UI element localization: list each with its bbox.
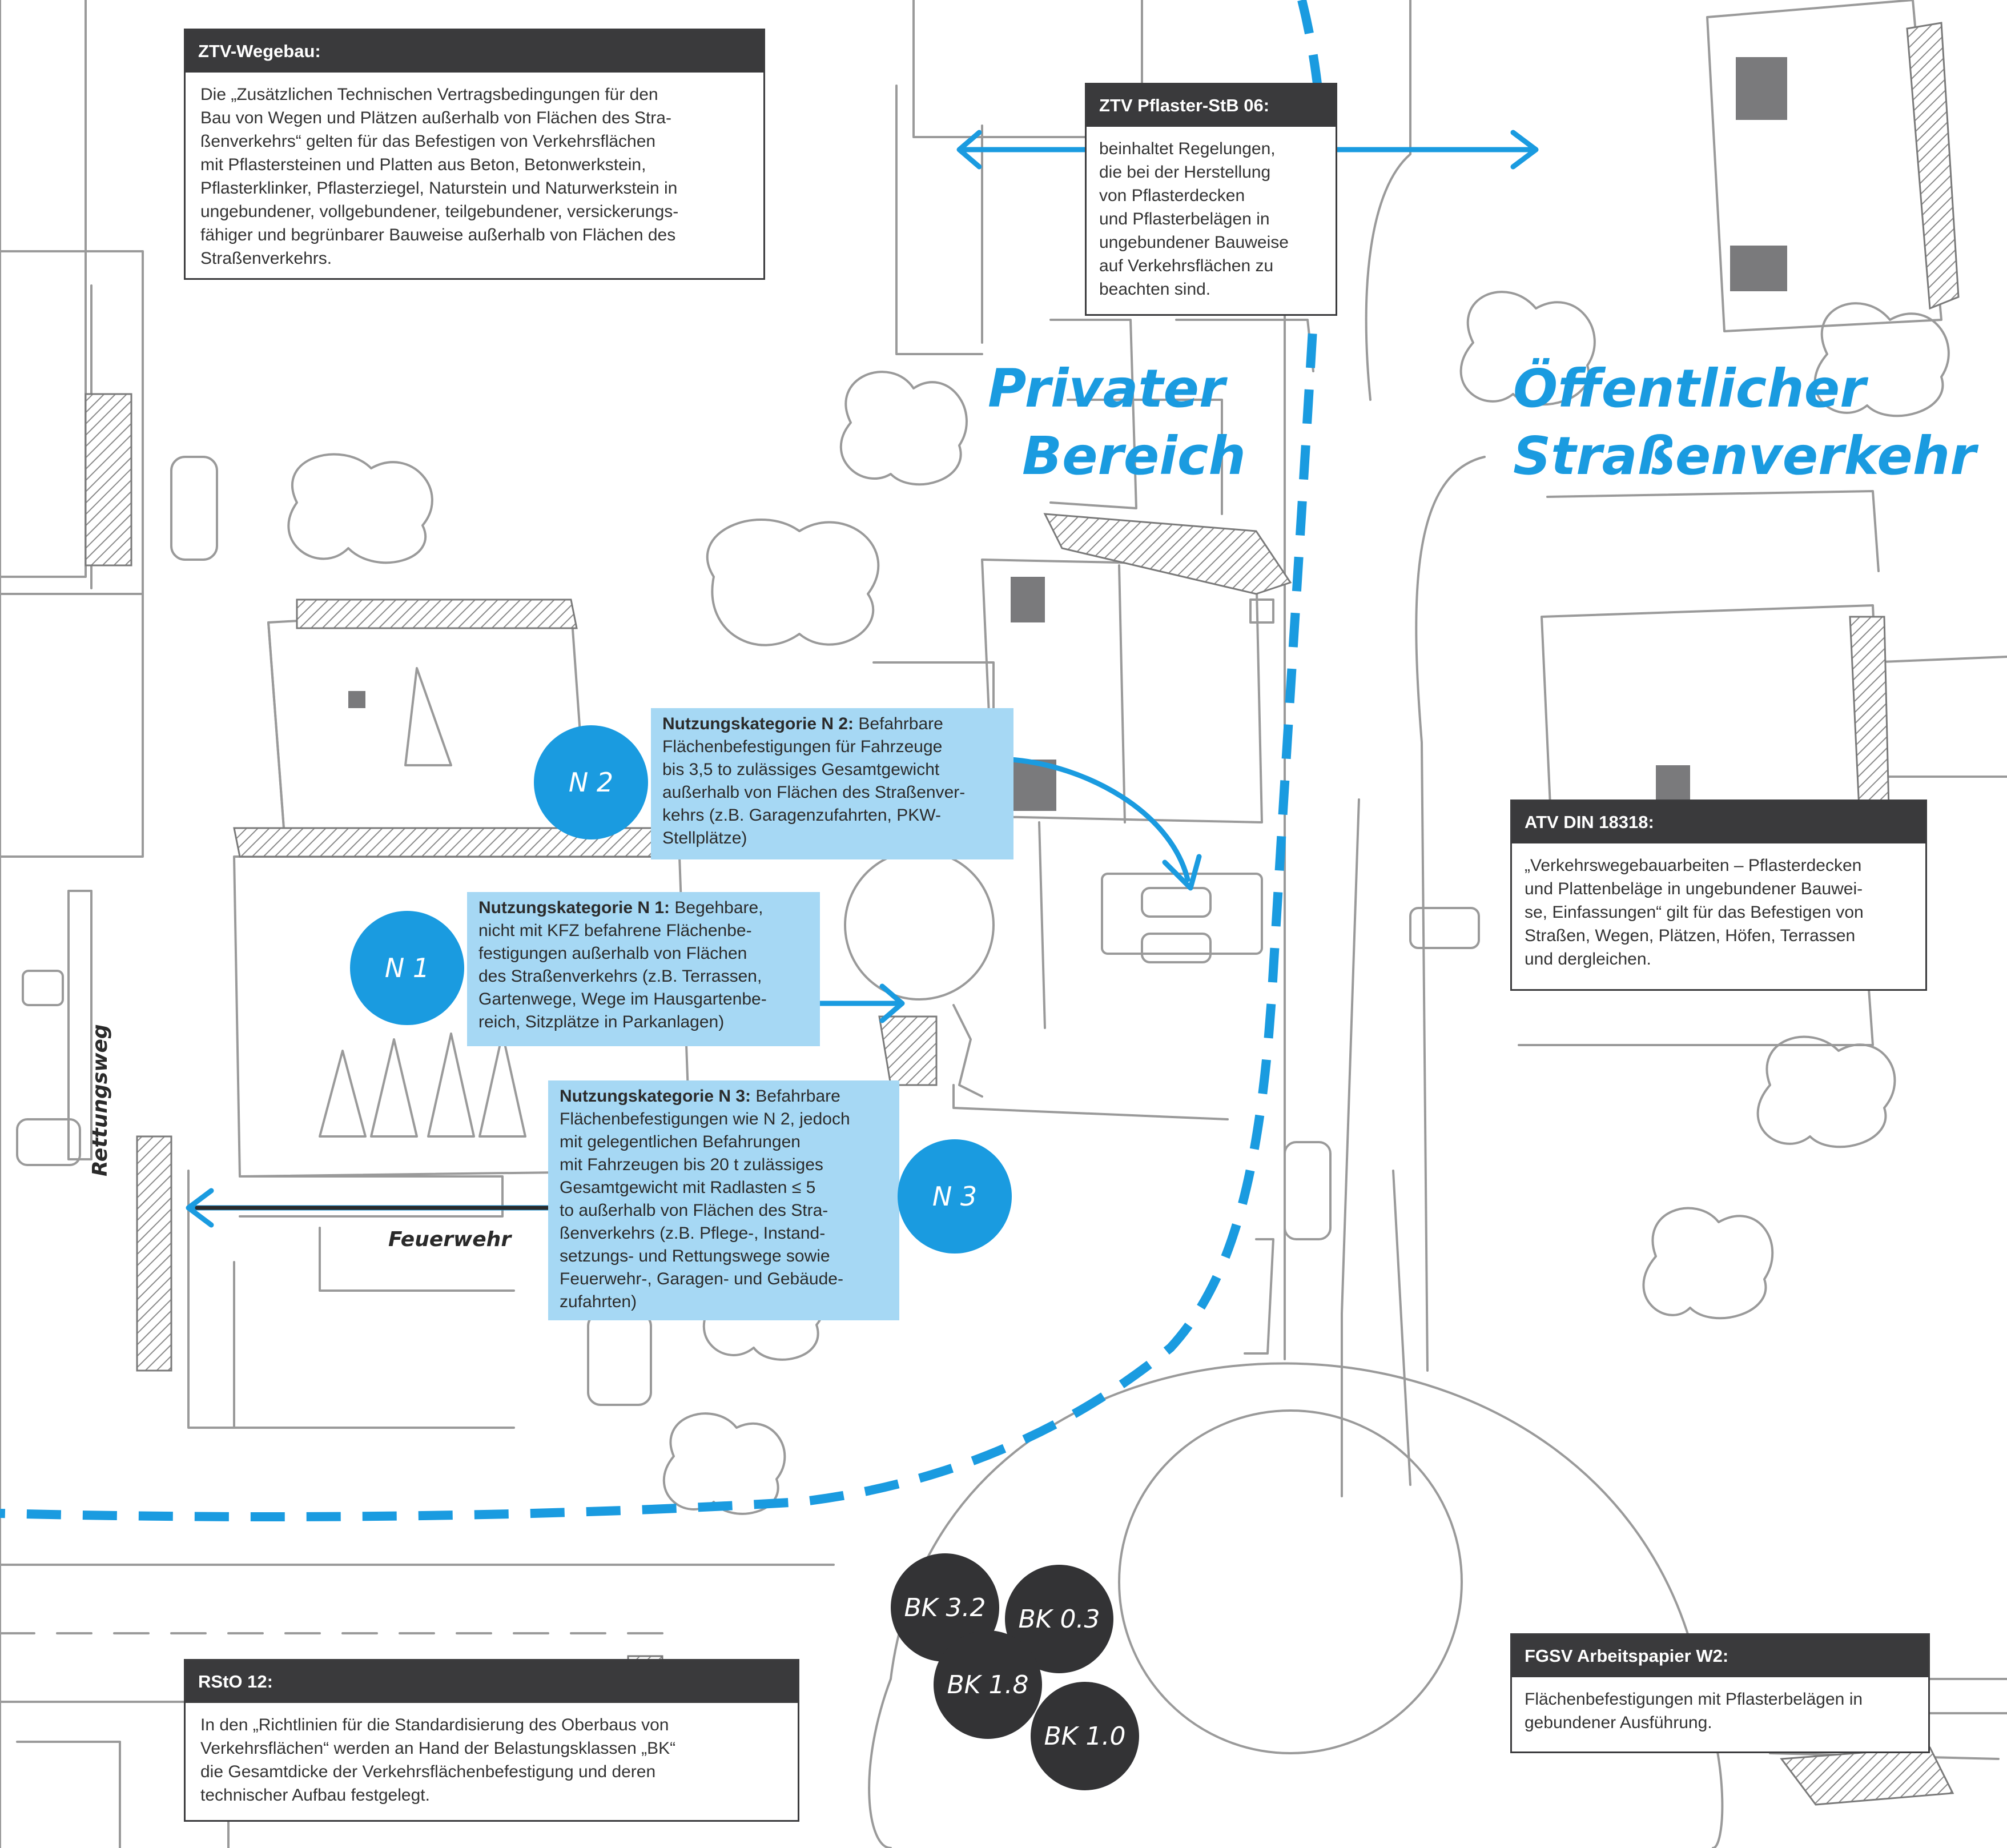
ztv-wegebau-box: ZTV-Wegebau: Die „Zusätzlichen Technisch…: [184, 29, 765, 280]
fgsv-box: FGSV Arbeitspapier W2: Flächenbefestigun…: [1510, 1633, 1930, 1753]
text-line: die bei der Herstellung: [1099, 163, 1271, 182]
category-n3-badge: N 3: [898, 1139, 1012, 1254]
text-line: von Pflasterdecken: [1099, 186, 1245, 205]
text-line: Befahrbare: [751, 1087, 840, 1106]
text-line: ungebundener Bauweise: [1099, 233, 1289, 252]
text-line: ungebundener, vollgebundener, teilgebund…: [200, 202, 679, 221]
text-line: nicht mit KFZ befahrene Flächenbe-: [478, 921, 752, 940]
public-zone-line1: Öffentlicher: [1513, 358, 1866, 419]
text-line: mit gelegentlichen Befahrungen: [560, 1132, 801, 1151]
text-line: In den „Richtlinien für die Standardisie…: [200, 1716, 669, 1734]
text-line: ßenverkehrs (z.B. Pflege-, Instand-: [560, 1224, 826, 1243]
text-line: und Pflasterbelägen in: [1099, 210, 1270, 228]
text-line: die Gesamtdicke der Verkehrsflächenbefes…: [200, 1762, 656, 1781]
text-line: Gesamtgewicht mit Radlasten ≤ 5: [560, 1178, 816, 1197]
text-line: reich, Sitzplätze in Parkanlagen): [478, 1013, 725, 1031]
text-line: beachten sind.: [1099, 280, 1211, 299]
text-line: Die „Zusätzlichen Technischen Vertragsbe…: [200, 85, 658, 104]
text-line: Straßenverkehrs.: [200, 249, 332, 268]
fgsv-body: Flächenbefestigungen mit Pflasterbelägen…: [1512, 1677, 1928, 1734]
private-zone-line2: Bereich: [1022, 425, 1246, 487]
text-line: se, Einfassungen“ gilt für das Befestige…: [1525, 903, 1864, 922]
atv-din-box: ATV DIN 18318: „Verkehrswegebauarbeiten …: [1510, 800, 1927, 991]
ztv-pflaster-box: ZTV Pflaster-StB 06: beinhaltet Regelung…: [1085, 83, 1337, 316]
text-line: Verkehrsflächen“ werden an Hand der Bela…: [200, 1739, 676, 1758]
text-line: Flächenbefestigungen mit Pflasterbelägen…: [1525, 1690, 1863, 1709]
category-n3-box: Nutzungskategorie N 3: Befahrbare Fläche…: [548, 1080, 899, 1320]
public-zone-line2: Straßenverkehr: [1513, 425, 1976, 487]
text-line: auf Verkehrsflächen zu: [1099, 256, 1274, 275]
text-line: beinhaltet Regelungen,: [1099, 139, 1276, 158]
text-line: außerhalb von Flächen des Straßenver-: [662, 783, 966, 802]
text-line: kehrs (z.B. Garagenzufahrten, PKW-: [662, 806, 941, 825]
load-class-badge-bk18: BK 1.8: [934, 1630, 1042, 1739]
ztv-wegebau-body: Die „Zusätzlichen Technischen Vertragsbe…: [186, 73, 763, 270]
text-line: ßenverkehrs“ gelten für das Befestigen v…: [200, 132, 656, 151]
text-line: Flächenbefestigungen wie N 2, jedoch: [560, 1110, 850, 1128]
text-line: und Plattenbeläge in ungebundener Bauwei…: [1525, 879, 1863, 898]
text-line: mit Pflastersteinen und Platten aus Beto…: [200, 155, 646, 174]
rsto-body: In den „Richtlinien für die Standardisie…: [186, 1703, 798, 1807]
public-zone-label: Öffentlicher Straßenverkehr: [1513, 355, 1976, 490]
text-line: Feuerwehr-, Garagen- und Gebäude-: [560, 1270, 843, 1288]
ztv-pflaster-body: beinhaltet Regelungen, die bei der Herst…: [1087, 127, 1336, 301]
category-n1-badge: N 1: [350, 911, 464, 1025]
atv-din-body: „Verkehrswegebauarbeiten – Pflasterdecke…: [1512, 843, 1925, 971]
text-line: Befahrbare: [854, 714, 943, 733]
text-line: des Straßenverkehrs (z.B. Terrassen,: [478, 967, 762, 986]
text-line: Flächenbefestigungen für Fahrzeuge: [662, 737, 943, 756]
text-line: Stellplätze): [662, 829, 747, 847]
feuerwehr-label: Feuerwehr: [388, 1228, 512, 1251]
text-line: Pflasterklinker, Pflasterziegel, Naturst…: [200, 179, 678, 198]
private-zone-line1: Privater: [988, 358, 1225, 419]
category-n2-badge: N 2: [534, 725, 648, 839]
text-line: Gartenwege, Wege im Hausgartenbe-: [478, 990, 767, 1009]
text-line: und dergleichen.: [1525, 950, 1651, 969]
text-line: Begehbare,: [670, 898, 763, 917]
rsto-box: RStO 12: In den „Richtlinien für die Sta…: [184, 1659, 799, 1822]
load-class-badge-bk10: BK 1.0: [1031, 1682, 1139, 1790]
category-n2-lead: Nutzungskategorie N 2:: [662, 714, 854, 733]
text-line: „Verkehrswegebauarbeiten – Pflasterdecke…: [1525, 856, 1862, 875]
private-zone-label: Privater Bereich: [988, 355, 1246, 490]
fgsv-title: FGSV Arbeitspapier W2:: [1512, 1635, 1928, 1677]
category-n1-lead: Nutzungskategorie N 1:: [478, 898, 670, 917]
category-n2-box: Nutzungskategorie N 2: Befahrbare Fläche…: [651, 708, 1013, 859]
ztv-wegebau-title: ZTV-Wegebau:: [186, 30, 763, 73]
category-n1-box: Nutzungskategorie N 1: Begehbare, nicht …: [467, 892, 820, 1046]
ztv-pflaster-title: ZTV Pflaster-StB 06:: [1087, 85, 1336, 127]
rsto-title: RStO 12:: [186, 1661, 798, 1703]
text-line: festigungen außerhalb von Flächen: [478, 944, 747, 963]
text-line: technischer Aufbau festgelegt.: [200, 1786, 430, 1805]
atv-din-title: ATV DIN 18318:: [1512, 801, 1925, 843]
text-line: Bau von Wegen und Plätzen außerhalb von …: [200, 109, 671, 127]
text-line: Straßen, Wegen, Plätzen, Höfen, Terrasse…: [1525, 926, 1856, 945]
text-line: zufahrten): [560, 1292, 637, 1311]
text-line: to außerhalb von Flächen des Stra-: [560, 1201, 828, 1220]
category-n3-lead: Nutzungskategorie N 3:: [560, 1087, 751, 1106]
rettungsweg-label: Rettungsweg: [89, 1024, 112, 1176]
text-line: bis 3,5 to zulässiges Gesamtgewicht: [662, 760, 940, 779]
text-line: mit Fahrzeugen bis 20 t zulässiges: [560, 1155, 823, 1174]
text-line: setzungs- und Rettungswege sowie: [560, 1247, 830, 1266]
text-line: fähiger und begrünbarer Bauweise außerha…: [200, 226, 676, 244]
text-line: gebundener Ausführung.: [1525, 1713, 1712, 1732]
